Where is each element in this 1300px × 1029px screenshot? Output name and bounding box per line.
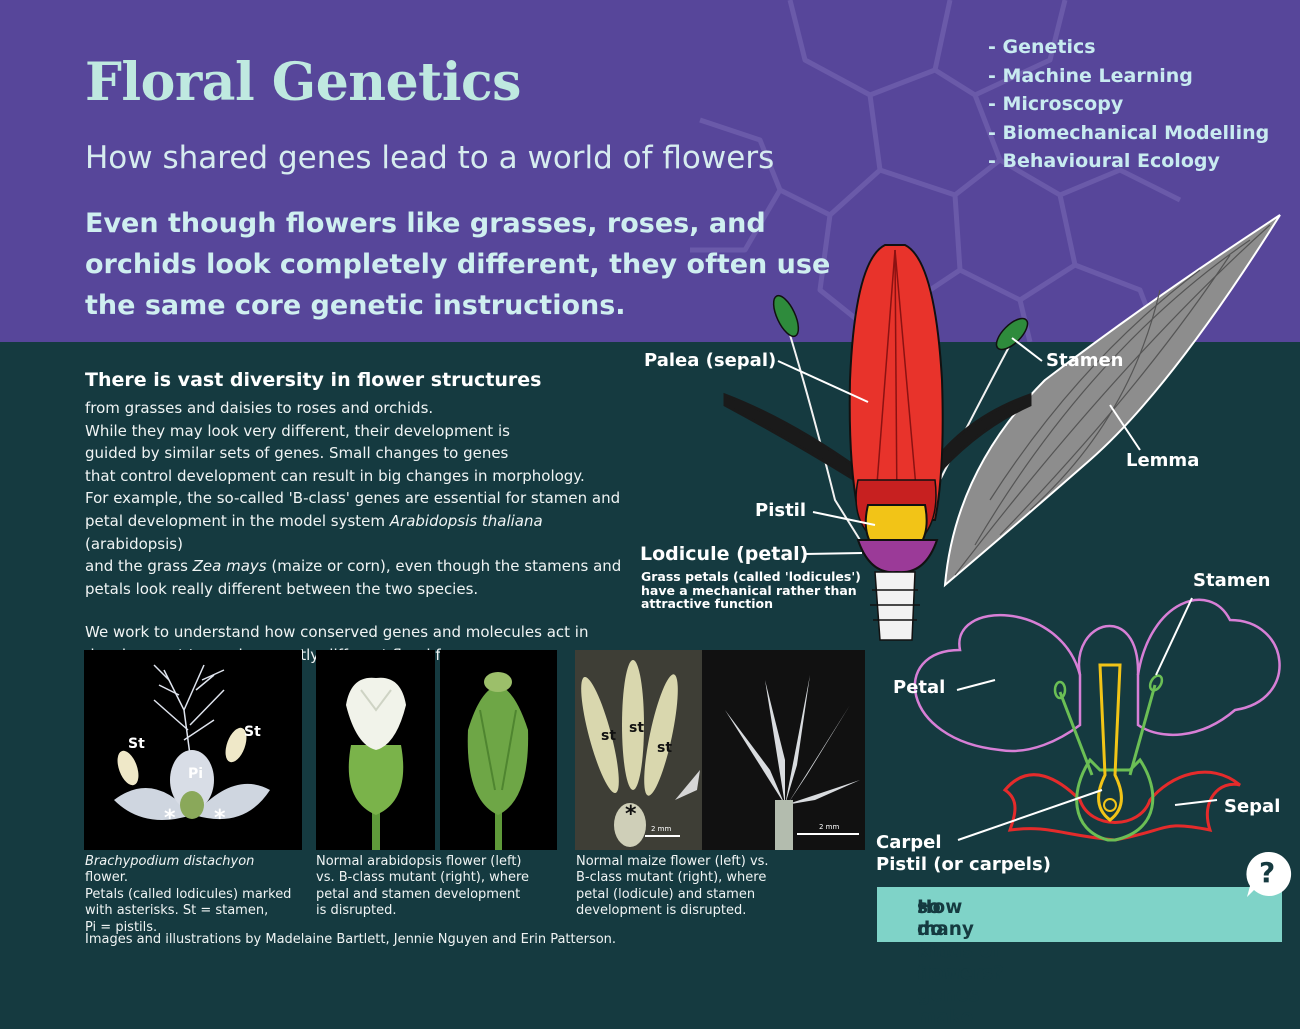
lemma-illustration	[943, 214, 1281, 588]
header-banner: Floral Genetics How shared genes lead to…	[0, 0, 1300, 342]
intro-line: We work to understand how conserved gene…	[85, 623, 589, 642]
topic-machine-learning: - Machine Learning	[988, 64, 1193, 87]
stamen-label: st	[601, 728, 617, 744]
pistil-label: Pistil	[755, 500, 807, 521]
palea-label: Palea (sepal)	[644, 350, 777, 371]
species-name-arabidopsis: Arabidopsis thaliana	[389, 511, 543, 530]
grass-leader-lines	[777, 337, 1141, 555]
intro-line: While they may look very different, thei…	[85, 421, 510, 440]
maize-flowers-image	[575, 650, 865, 850]
asterisk-mark: *	[625, 802, 637, 827]
pistil-label: Pi	[188, 766, 204, 782]
stamen-label: St	[128, 736, 145, 752]
research-topics-list: - Genetics - Machine Learning - Microsco…	[988, 33, 1269, 176]
palea-illustration	[848, 244, 944, 541]
stamen-label: st	[629, 720, 645, 736]
floral-diagrams	[723, 214, 1281, 842]
arabidopsis-mutant-flower-image	[467, 672, 529, 850]
intro-line: For example, the so-called 'B-class' gen…	[85, 489, 621, 508]
maize-photo: st st st * 2 mm 2 mm	[575, 650, 865, 850]
rachilla-base	[874, 571, 916, 641]
stamen-label: st	[657, 740, 673, 756]
lemma-label: Lemma	[1126, 450, 1200, 471]
sepal-label: Sepal	[1224, 796, 1281, 817]
carpel-label: Carpel	[876, 832, 942, 853]
intro-line: petals look really different between the…	[85, 579, 479, 598]
asterisk-mark: *	[214, 806, 226, 831]
intro-line: and the grass Zea mays (maize or corn), …	[85, 557, 622, 576]
lodicule-shape	[856, 539, 939, 574]
brachypodium-flower-image	[114, 664, 270, 820]
stamen-label: St	[244, 724, 261, 740]
flower-diagram-illustration	[913, 598, 1281, 842]
topic-microscopy: - Microscopy	[988, 93, 1124, 115]
image-credits: Images and illustrations by Madelaine Ba…	[85, 932, 617, 947]
arabidopsis-normal-photo	[316, 650, 435, 850]
intro-heading: There is vast diversity in flower struct…	[85, 369, 542, 391]
asterisk-mark: *	[164, 806, 176, 831]
stamen-label: Stamen	[1193, 570, 1271, 591]
topic-biomechanical-modelling: - Biomechanical Modelling	[988, 121, 1270, 144]
arabidopsis-normal-flower-image	[346, 677, 406, 850]
intro-line: that control development can result in b…	[85, 466, 585, 485]
page-subtitle: How shared genes lead to a world of flow…	[85, 140, 775, 176]
lodicule-label: Lodicule (petal)	[640, 543, 809, 565]
topic-genetics: - Genetics	[988, 36, 1096, 58]
rachilla-hairs	[870, 589, 920, 621]
maize-caption: Normal maize flower (left) vs. B-class m…	[576, 854, 769, 919]
intro-line: from grasses and daisies to roses and or…	[85, 399, 434, 417]
pistil-carpels-label: Pistil (or carpels)	[876, 854, 1051, 875]
page-title: Floral Genetics	[85, 52, 521, 113]
brachypodium-caption: Brachypodium distachyon flower. Petals (…	[85, 854, 292, 935]
question-icon: ?	[1244, 850, 1294, 900]
brachypodium-photo: St St Pi * *	[84, 650, 302, 850]
petal-label: Petal	[893, 677, 946, 698]
flower-leader-lines	[956, 597, 1218, 841]
arabidopsis-mutant-photo	[440, 650, 557, 850]
lodicule-note: Grass petals (called 'lodicules') have a…	[641, 569, 861, 611]
arabidopsis-caption: Normal arabidopsis flower (left) vs. B-c…	[316, 854, 530, 919]
intro-line: petal development in the model system Ar…	[85, 511, 543, 553]
scale-bar-label: 2 mm	[651, 825, 672, 833]
species-name-zea: Zea mays	[192, 557, 267, 576]
intro-line: guided by similar sets of genes. Small c…	[85, 444, 509, 463]
lead-statement: Even though flowers like grasses, roses,…	[85, 208, 831, 321]
stamen-label: Stamen	[1046, 350, 1124, 371]
scale-bar-label: 2 mm	[819, 823, 840, 831]
topic-behavioural-ecology: - Behavioural Ecology	[988, 150, 1220, 172]
